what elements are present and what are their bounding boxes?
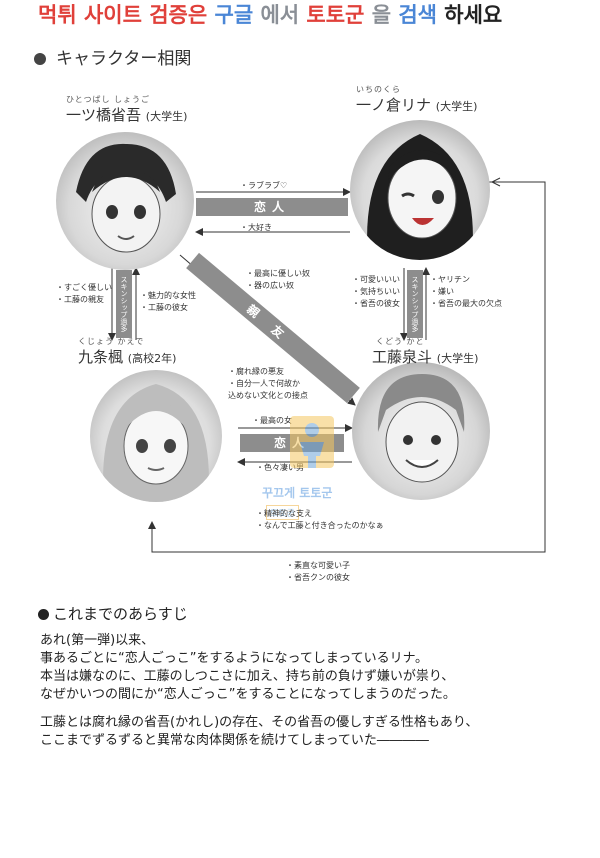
left-outer-notes: ・すごく優しい ・工藤の親友: [56, 282, 112, 306]
relation-bar-right: スキンシップ過多: [407, 270, 423, 338]
bottom-lower-note-1: ・精神的な支え: [256, 509, 312, 518]
watermark: 꾸끄게 토토군 토토군: [262, 416, 362, 520]
synopsis-heading-text: これまでのあらすじ: [53, 605, 188, 623]
top-right-name-text: 一ノ倉リナ: [356, 96, 432, 114]
right-inner-notes: ・ヤリチン ・嫌い ・省吾の最大の欠点: [430, 274, 502, 310]
top-right-ruby: いちのくら: [356, 85, 401, 94]
bottom-below-note: ・色々凄い男: [256, 463, 304, 472]
synopsis-line: 本当は嫌なのに、工藤のしつこさに加え、持ち前の負けず嫌いが祟り、: [40, 669, 455, 684]
right-outer-note-3: ・省吾の彼女: [352, 299, 400, 308]
portrait-top-left-art: [76, 143, 176, 253]
synopsis-line: あれ(第一弾)以来、: [40, 633, 155, 648]
relation-bar-left-label: スキンシップ過多: [120, 276, 128, 332]
arrow-outer-head: [490, 177, 501, 187]
top-right-name: 一ノ倉リナ (大学生): [356, 94, 477, 115]
left-inner-note-2: ・工藤の彼女: [140, 303, 188, 312]
synopsis-body: あれ(第一弾)以来、 事あるごとに“恋人ごっこ”をするようになってしまっているリ…: [40, 632, 585, 750]
bottom-right-name-text: 工藤泉斗: [372, 348, 433, 366]
bullet-icon: [38, 609, 49, 620]
section-title-text: キャラクター相関: [56, 49, 192, 69]
portrait-top-right: [350, 120, 490, 260]
watermark-text: 꾸끄게 토토군: [262, 486, 333, 500]
top-left-name-text: 一ツ橋省吾: [66, 106, 142, 124]
diagonal-note-1: ・最高に優しい奴: [246, 269, 310, 278]
outer-bottom-notes: ・素直な可愛い子 ・省吾クンの彼女: [286, 560, 350, 584]
bottom-left-note-2: ・自分一人で何故か: [228, 379, 300, 388]
banner-text-3: 에서: [260, 3, 300, 27]
bottom-left-note-3: 込めない文化との接点: [228, 391, 308, 400]
top-below-note: ・大好き: [240, 223, 272, 232]
synopsis-line: ここまでずるずると異常な肉体関係を続けてしまっていた――――: [40, 733, 429, 748]
right-outer-note-2: ・気持ちいい: [352, 287, 400, 296]
banner-text-7: 하세요: [444, 3, 503, 27]
banner-text-5: 을: [371, 3, 392, 27]
bottom-left-notes: ・腐れ縁の悪友 ・自分一人で何故か 込めない文化との接点: [228, 366, 308, 402]
watermark-figure-icon: [290, 416, 334, 468]
bottom-left-role: (高校2年): [127, 352, 177, 365]
paragraph-gap: [40, 704, 585, 714]
portrait-bottom-right-art: [377, 374, 465, 483]
synopsis-line: なぜかいつの間にか“恋人ごっこ”をすることになってしまうのだった。: [40, 687, 456, 702]
promo-banner: 먹튀 사이트 검증은 구글 에서 토토군 을 검색 하세요: [0, 0, 600, 30]
top-left-name: 一ツ橋省吾 (大学生): [66, 104, 187, 125]
banner-text-6: 검색: [398, 3, 437, 27]
bottom-left-note-1: ・腐れ縁の悪友: [228, 367, 284, 376]
bullet-icon: [34, 53, 46, 65]
diagonal-notes: ・最高に優しい奴 ・器の広い奴: [246, 268, 310, 292]
right-inner-note-1: ・ヤリチン: [430, 275, 470, 284]
top-left-role: (大学生): [145, 110, 188, 123]
bottom-right-ruby: くどう かと: [376, 337, 425, 346]
bottom-top-note: ・最高の女: [252, 416, 292, 425]
right-inner-note-2: ・嫌い: [430, 287, 454, 296]
bottom-right-name: 工藤泉斗 (大学生): [372, 346, 478, 367]
relation-bar-right-label: スキンシップ過多: [411, 276, 419, 332]
bottom-left-ruby: くじょう かえで: [78, 337, 145, 346]
bottom-lower-note-2: ・なんで工藤と付き合ったのかなぁ: [256, 521, 384, 530]
portrait-top-right-art: [367, 134, 473, 260]
left-inner-note-1: ・魅力的な女性: [140, 291, 196, 300]
banner-text-1: 먹튀 사이트 검증은: [38, 3, 208, 27]
watermark-subtext: 토토군: [266, 505, 299, 520]
bottom-lower-notes: ・精神的な支え ・なんで工藤と付き合ったのかなぁ: [256, 508, 384, 532]
relation-bar-top-label: 恋人: [253, 200, 290, 214]
banner-text-4: 토토군: [306, 3, 365, 27]
portrait-bottom-right: [352, 362, 490, 500]
bottom-right-role: (大学生): [436, 352, 479, 365]
diagonal-note-2: ・器の広い奴: [246, 281, 294, 290]
portrait-top-left: [56, 132, 194, 270]
top-left-ruby: ひとつばし しょうご: [66, 95, 150, 104]
synopsis-heading: これまでのあらすじ: [38, 603, 188, 624]
right-inner-note-3: ・省吾の最大の欠点: [430, 299, 502, 308]
left-inner-notes: ・魅力的な女性 ・工藤の彼女: [140, 290, 196, 314]
bottom-left-name-text: 九条楓: [78, 348, 124, 366]
synopsis-line: 事あるごとに“恋人ごっこ”をするようになってしまっているリナ。: [40, 651, 429, 666]
portrait-bottom-left: [90, 370, 222, 502]
outer-bottom-note-2: ・省吾クンの彼女: [286, 573, 350, 582]
section-title: キャラクター相関: [34, 44, 191, 69]
bottom-left-name: 九条楓 (高校2年): [78, 346, 176, 367]
left-outer-note-1: ・すごく優しい: [56, 283, 112, 292]
portrait-bottom-left-art: [103, 384, 209, 502]
top-right-role: (大学生): [435, 100, 478, 113]
synopsis-line: 工藤とは腐れ縁の省吾(かれし)の存在、その省吾の優しすぎる性格もあり、: [40, 715, 479, 730]
outer-bottom-note-1: ・素直な可愛い子: [286, 561, 350, 570]
banner-text-2: 구글: [214, 3, 254, 27]
top-arrow-note: ・ラブラブ♡: [240, 181, 288, 190]
relation-bar-top: 恋人: [196, 198, 348, 216]
left-outer-note-2: ・工藤の親友: [56, 295, 104, 304]
arrow-outer-loop: [148, 181, 546, 553]
right-outer-notes: ・可愛いいい ・気持ちいい ・省吾の彼女: [352, 274, 400, 310]
relation-bar-left: スキンシップ過多: [116, 270, 132, 338]
right-outer-note-1: ・可愛いいい: [352, 275, 400, 284]
